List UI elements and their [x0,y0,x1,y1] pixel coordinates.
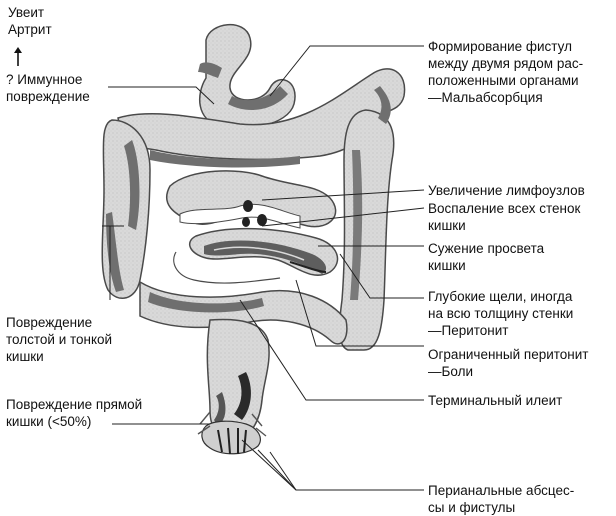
label-lymph-nodes: Увеличение лимфоузлов [428,182,585,199]
large-intestine [101,68,406,441]
label-colon-damage: Повреждение толстой и тонкой кишки [6,314,112,365]
label-perianal: Перианальные абсцес- сы и фистулы [428,482,574,516]
rectum-anus [197,372,267,455]
label-inflam-line2: кишки [428,218,466,233]
label-ileitis-line1: Терминальный илеит [428,393,563,408]
label-deep-line3: —Перитонит [428,323,509,338]
label-uveitis-arthritis: Увеит Артрит [8,4,52,38]
label-rectum-line2: кишки (<50%) [6,414,92,429]
label-lumen-narrowing: Сужение просвета кишки [428,240,544,274]
leader-lines [102,45,425,491]
label-rectum-line1: Повреждение прямой [6,397,143,412]
label-colon-line2: толстой и тонкой [6,332,113,347]
label-uveitis: Увеит [8,5,45,20]
label-deep-line2: на всю толщину стенки [428,306,574,321]
label-deep-line1: Глубокие щели, иногда [428,289,573,304]
label-immune-line2: повреждение [6,89,90,104]
label-fistula-formation: Формирование фистул между двумя рядом ра… [428,38,583,106]
label-perianal-line1: Перианальные абсцес- [428,483,575,498]
label-colon-line3: кишки [6,349,44,364]
label-fistula-line4: —Мальабсорбция [428,90,543,105]
label-deep-fissures: Глубокие щели, иногда на всю толщину сте… [428,288,573,339]
label-fistula-line1: Формирование фистул [428,39,572,54]
label-colon-line1: Повреждение [6,315,93,330]
small-intestine [165,170,339,284]
label-limited-peritonitis: Ограниченный перитонит —Боли [428,346,588,380]
label-fistula-line3: положенными органами [428,73,579,88]
label-immune-damage: ? Иммунное повреждение [6,71,90,105]
label-limited-line1: Ограниченный перитонит [428,347,589,362]
label-arthritis: Артрит [8,22,52,37]
label-lymph-line1: Увеличение лимфоузлов [428,183,585,198]
arrow-up-icon [14,47,22,66]
stomach-duodenum [198,23,296,129]
label-narrow-line2: кишки [428,258,466,273]
label-terminal-ileitis: Терминальный илеит [428,392,562,409]
label-fistula-line2: между двумя рядом рас- [428,56,584,71]
label-inflam-line1: Воспаление всех стенок [428,201,581,216]
label-perianal-line2: сы и фистулы [428,500,516,515]
label-limited-line2: —Боли [428,364,473,379]
label-wall-inflammation: Воспаление всех стенок кишки [428,200,580,234]
label-narrow-line1: Сужение просвета [428,241,545,256]
label-rectum-damage: Повреждение прямой кишки (<50%) [6,396,142,430]
label-immune-line1: ? Иммунное [6,72,83,87]
